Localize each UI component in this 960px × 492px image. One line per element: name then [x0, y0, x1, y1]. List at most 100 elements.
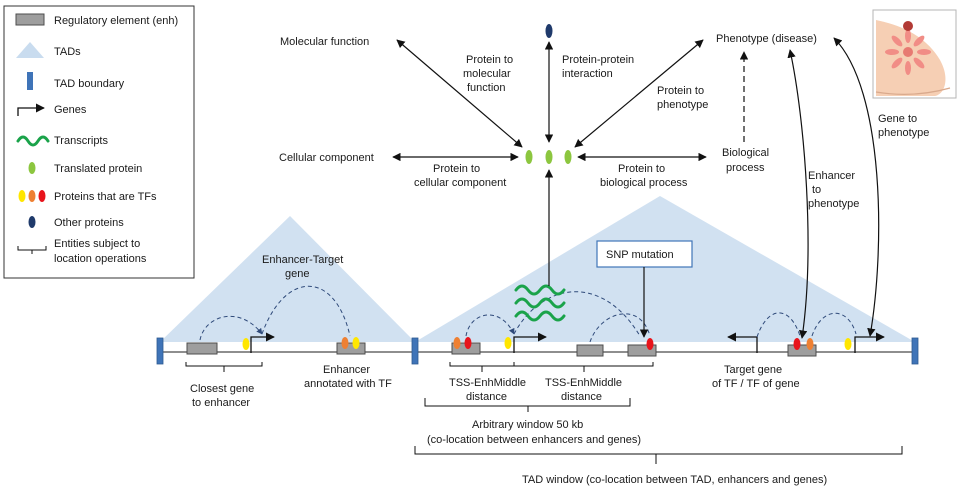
label-enh-target-2: gene [285, 268, 309, 280]
tf-orange-3 [806, 338, 814, 350]
edge-label-p2mf-3: function [467, 82, 506, 94]
regulatory-element-icon [15, 13, 45, 26]
enhancer-5 [627, 344, 657, 357]
legend-tf-proteins: Proteins that are TFs [54, 191, 157, 203]
tad-icon [16, 42, 44, 58]
enhancer-2 [336, 342, 366, 355]
enhancer-4 [576, 344, 604, 357]
edge-label-enh2ph-3: phenotype [808, 198, 859, 210]
edge-gene-phenotype [833, 37, 880, 337]
tf-yellow-4 [844, 338, 852, 350]
legend-entities-1: Entities subject to [54, 238, 140, 250]
brace-tss-2 [513, 362, 654, 372]
tf-orange-icon [28, 190, 36, 202]
legend-other: Other proteins [54, 217, 124, 229]
tf-yellow-3 [504, 337, 512, 349]
snp-red-protein [646, 338, 654, 350]
transcript-wave-icon [16, 135, 50, 147]
snp-mutation-box [596, 240, 693, 268]
protein-2 [545, 150, 553, 164]
tad-left [160, 216, 415, 342]
transcript-2 [514, 297, 566, 309]
translated-protein-icon [28, 162, 36, 174]
brace-closest [185, 362, 263, 372]
node-bp-2: process [726, 162, 765, 174]
loop-gene2-enh5 [513, 291, 641, 337]
loop-enh3-gene2 [465, 314, 515, 337]
enhancer-1 [186, 342, 218, 355]
node-cellular-component: Cellular component [279, 152, 374, 164]
legend-entities-2: location operations [54, 253, 147, 265]
edge-enhancer-phenotype [787, 49, 809, 339]
label-closest-2: to enhancer [192, 397, 250, 409]
tf-yellow-2 [352, 337, 360, 349]
edge-label-g2ph-1: Gene to [878, 113, 917, 125]
edge-label-p2cc-2: cellular component [414, 177, 506, 189]
transcript-3 [514, 310, 566, 322]
snp-label: SNP mutation [606, 249, 674, 261]
label-tss2-2: distance [561, 391, 602, 403]
edge-label-p2mf-1: Protein to [466, 54, 513, 66]
brace-tad-window [414, 446, 903, 464]
edge-label-ppi-1: Protein-protein [562, 54, 634, 66]
label-tss1-2: distance [466, 391, 507, 403]
loop-enh-target-gene [261, 285, 351, 337]
label-enh-tf-2: annotated with TF [304, 378, 392, 390]
brace-window [424, 398, 631, 412]
edge-label-enh2ph-2: to [812, 184, 821, 196]
legend-regulatory: Regulatory element (enh) [54, 15, 178, 27]
edge-label-g2ph-2: phenotype [878, 127, 929, 139]
gene-1 [250, 332, 275, 353]
label-closest-1: Closest gene [190, 383, 254, 395]
node-phenotype: Phenotype (disease) [716, 33, 817, 45]
edge-label-p2ph-1: Protein to [657, 85, 704, 97]
label-enh-target-1: Enhancer-Target [262, 254, 343, 266]
label-tss2-1: TSS-EnhMiddle [545, 377, 622, 389]
gene-4 [854, 332, 885, 353]
loop-enh1-gene1 [199, 315, 263, 341]
transcript-1 [514, 284, 566, 296]
label-tss1-1: TSS-EnhMiddle [449, 377, 526, 389]
legend-genes: Genes [54, 104, 87, 116]
edge-label-p2bp-2: biological process [600, 177, 688, 189]
tf-red-2 [793, 338, 801, 350]
label-enh-tf-1: Enhancer [323, 364, 370, 376]
edge-label-p2mf-2: molecular [463, 68, 511, 80]
breast-tumor-icon [872, 9, 957, 99]
tf-red-1 [464, 337, 472, 349]
legend-boundary: TAD boundary [54, 78, 125, 90]
node-molecular-function: Molecular function [280, 36, 369, 48]
edge-protein-phenotype [574, 39, 704, 148]
edge-label-p2ph-2: phenotype [657, 99, 708, 111]
label-target-tf-1: Target gene [724, 364, 782, 376]
legend-translated: Translated protein [54, 163, 142, 175]
tf-yellow-icon [18, 190, 26, 202]
brace-icon [17, 246, 47, 254]
legend: Regulatory element (enh) TADs TAD bounda… [3, 5, 195, 279]
tad-boundary-icon [27, 72, 33, 90]
edge-molecular-function [396, 39, 523, 148]
label-tad-window: TAD window (co-location between TAD, enh… [522, 474, 827, 486]
tf-yellow-1 [242, 338, 250, 350]
node-bp-1: Biological [722, 147, 769, 159]
legend-tads: TADs [54, 46, 81, 58]
legend-transcripts: Transcripts [54, 135, 108, 147]
gene-2 [513, 332, 547, 353]
edge-label-p2cc-1: Protein to [433, 163, 480, 175]
tf-red-icon [38, 190, 46, 202]
gene-arrow-icon [17, 103, 45, 116]
tad-boundary-middle [411, 337, 419, 365]
edge-label-ppi-2: interaction [562, 68, 613, 80]
tad-right [415, 196, 915, 342]
protein-3 [564, 150, 572, 164]
edge-label-p2bp-1: Protein to [618, 163, 665, 175]
other-protein-icon [28, 216, 36, 228]
protein-1 [525, 150, 533, 164]
tf-orange-1 [341, 337, 349, 349]
loop-enh4-enh5 [589, 313, 651, 343]
label-window-2: (co-location between enhancers and genes… [427, 434, 641, 446]
tf-orange-2 [453, 337, 461, 349]
label-target-tf-2: of TF / TF of gene [712, 378, 800, 390]
